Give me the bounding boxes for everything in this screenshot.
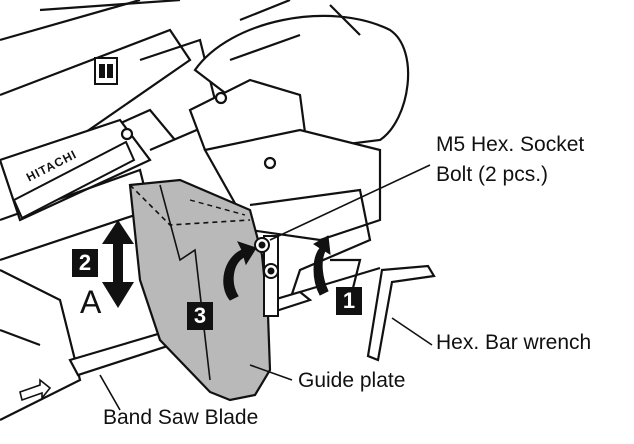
guide-plate [128, 178, 272, 402]
step-badge-3: 3 [187, 302, 213, 330]
hex-bar-wrench [366, 264, 436, 362]
bolt-label-line1: M5 Hex. Socket [436, 133, 585, 156]
motor-housing [120, 0, 410, 242]
direction-letter-a: A [80, 284, 102, 320]
blade-label: Band Saw Blade [103, 406, 259, 429]
rotation-arrows [223, 235, 331, 301]
guide-plate-label: Guide plate [298, 369, 406, 392]
wrench-label: Hex. Bar wrench [436, 331, 592, 354]
leader-lines [99, 164, 433, 411]
brand-plate [12, 140, 136, 220]
blade-housing [0, 188, 372, 421]
step-badge-1: 1 [336, 287, 362, 315]
vertical-double-arrow [102, 220, 134, 308]
feed-direction-icon [19, 378, 52, 402]
bolt-label-line2: Bolt (2 pcs.) [436, 163, 549, 186]
step-badge-2: 2 [72, 249, 98, 277]
hex-socket-bolts [254, 235, 279, 317]
frame-indicator [94, 57, 118, 85]
